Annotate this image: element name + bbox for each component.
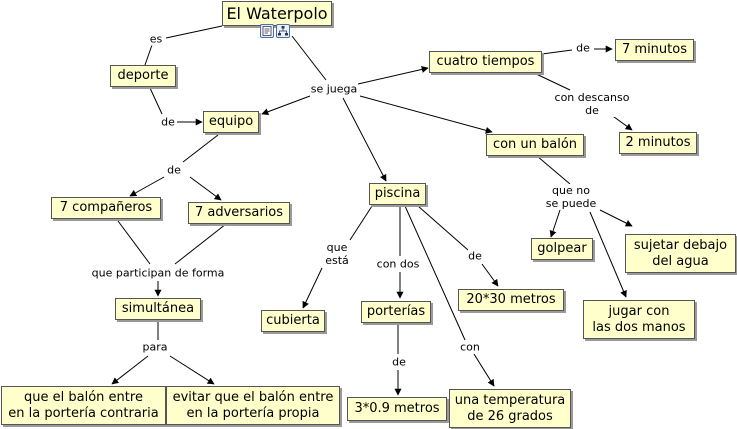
line-sejuega-equipo bbox=[261, 95, 311, 116]
line-equipo-de bbox=[182, 134, 219, 163]
line-es-deporte bbox=[144, 44, 153, 66]
line-para-evitar bbox=[169, 355, 215, 385]
concept-2-minutos[interactable]: 2 minutos bbox=[619, 132, 697, 154]
notes-icon[interactable] bbox=[260, 24, 274, 38]
concept-golpear[interactable]: golpear bbox=[531, 238, 593, 260]
concept-simultanea[interactable]: simultánea bbox=[115, 298, 201, 320]
link-que-esta: que está bbox=[325, 241, 349, 267]
concept-cubierta[interactable]: cubierta bbox=[261, 310, 325, 332]
concept-7-minutos[interactable]: 7 minutos bbox=[615, 39, 694, 61]
link-con: con bbox=[460, 340, 480, 354]
line-de-companeros bbox=[129, 176, 165, 197]
line-queno-sujetar bbox=[599, 209, 633, 227]
line-piscina-de bbox=[417, 205, 469, 251]
line-root-es bbox=[165, 25, 223, 39]
line-piscina-con bbox=[404, 205, 466, 341]
link-de-equipo: de bbox=[167, 163, 181, 177]
concept-porterias[interactable]: porterías bbox=[361, 301, 431, 323]
concept-temperatura[interactable]: una temperatura de 26 grados bbox=[449, 389, 571, 428]
concept-cuatro-tiempos[interactable]: cuatro tiempos bbox=[429, 51, 542, 73]
link-de-tiempos: de bbox=[576, 41, 590, 55]
line-cuatro-descanso bbox=[531, 71, 571, 91]
line-sejuega-cuatro bbox=[357, 65, 429, 85]
concept-7-companeros[interactable]: 7 compañeros bbox=[51, 197, 161, 219]
concept-7-adversarios[interactable]: 7 adversarios bbox=[188, 202, 290, 224]
line-companeros-participan bbox=[117, 220, 151, 265]
concept-sujetar[interactable]: sujetar debajo del agua bbox=[625, 234, 736, 273]
line-con-temperatura bbox=[473, 353, 495, 387]
link-de-deporte: de bbox=[161, 115, 175, 129]
line-piscina-queesta bbox=[349, 205, 373, 241]
link-que-no-se-puede: que no se puede bbox=[545, 184, 597, 210]
line-deporte-de bbox=[149, 87, 163, 115]
line-balon-queno bbox=[536, 155, 571, 185]
concept-piscina[interactable]: piscina bbox=[369, 183, 426, 205]
link-se-juega: se juega bbox=[310, 82, 358, 96]
line-queno-golpear bbox=[549, 209, 561, 238]
line-cuatro-de bbox=[541, 49, 573, 55]
concept-20x30-metros[interactable]: 20*30 metros bbox=[458, 289, 564, 311]
line-para-contraria bbox=[111, 355, 149, 385]
concept-con-un-balon[interactable]: con un balón bbox=[486, 134, 584, 156]
line-sejuega-balon bbox=[359, 95, 493, 134]
link-de-porterias: de bbox=[392, 355, 406, 369]
hierarchy-icon[interactable] bbox=[276, 24, 290, 38]
concept-evitar-balon[interactable]: evitar que el balón entre en la portería… bbox=[166, 386, 340, 425]
line-adversarios-participan bbox=[174, 223, 227, 265]
line-sejuega-piscina bbox=[342, 97, 387, 182]
link-de-piscina: de bbox=[468, 249, 482, 263]
line-root-sejuega bbox=[291, 35, 327, 81]
concept-3x09-metros[interactable]: 3*0.9 metros bbox=[347, 397, 447, 421]
line-queno-jugar bbox=[589, 211, 627, 298]
link-es: es bbox=[149, 32, 163, 46]
concept-balon-contraria[interactable]: que el balón entre en la portería contra… bbox=[1, 386, 166, 425]
concept-deporte[interactable]: deporte bbox=[110, 65, 176, 87]
line-de-adversarios bbox=[189, 176, 222, 201]
link-que-participan: que participan de forma bbox=[91, 266, 225, 280]
concept-equipo[interactable]: equipo bbox=[203, 111, 259, 133]
concept-el-waterpolo[interactable]: El Waterpolo bbox=[222, 1, 332, 26]
line-de-medidas bbox=[481, 263, 499, 287]
link-con-dos: con dos bbox=[376, 257, 420, 271]
link-para: para bbox=[142, 340, 168, 354]
link-con-descanso: con descanso de bbox=[554, 91, 630, 117]
line-queesta-cubierta bbox=[302, 267, 323, 309]
concept-jugar-manos[interactable]: jugar con las dos manos bbox=[583, 300, 695, 339]
